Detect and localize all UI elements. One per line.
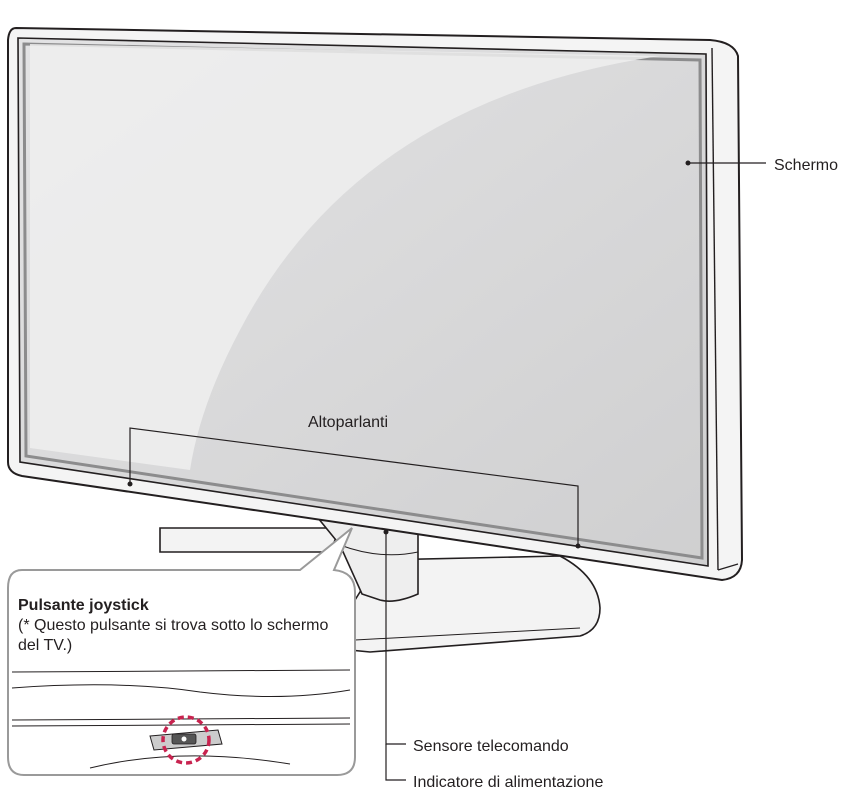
power-indicator-label: Indicatore di alimentazione	[413, 774, 604, 791]
joystick-note: (* Questo pulsante si trova sotto lo sch…	[18, 617, 329, 654]
joystick-button-icon	[149, 715, 223, 765]
remote-sensor-label: Sensore telecomando	[413, 738, 569, 755]
leader-lines	[129, 162, 766, 781]
speakers-label: Altoparlanti	[308, 414, 389, 431]
joystick-callout-text: Pulsante joystick (* Questo pulsante si …	[18, 596, 348, 656]
tv-screen	[17, 37, 709, 567]
joystick-title: Pulsante joystick	[18, 597, 149, 614]
screen-reflection	[30, 44, 660, 470]
pointer-dots	[127, 160, 691, 549]
screen-label: Schermo	[774, 157, 839, 174]
joystick-callout	[7, 527, 356, 776]
